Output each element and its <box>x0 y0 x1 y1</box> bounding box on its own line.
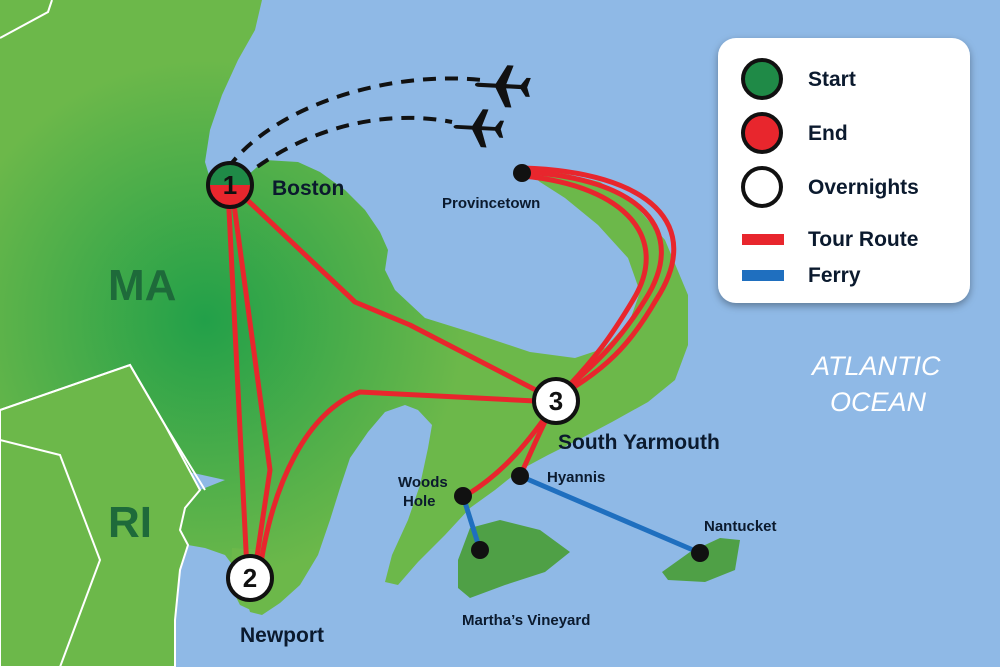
legend-tour-route-swatch <box>742 234 784 245</box>
legend-ferry-swatch <box>742 270 784 281</box>
legend-overnights-icon <box>741 166 783 208</box>
state-label-ri: RI <box>108 498 152 547</box>
stop-number-boston: 1 <box>223 170 237 200</box>
ferry-route <box>460 473 703 556</box>
legend-overnights-label: Overnights <box>808 176 919 199</box>
nantucket-dot <box>691 544 709 562</box>
ct-land <box>0 438 102 667</box>
place-label-hyannis: Hyannis <box>547 469 605 486</box>
legend-start-icon <box>741 58 783 100</box>
legend: Start End Overnights Tour Route Ferry <box>718 38 970 303</box>
marthas-vineyard-island <box>458 520 570 598</box>
airplane-icon <box>453 109 505 148</box>
place-label-woods-hole-line2: Hole <box>403 493 436 510</box>
city-label-south-yarmouth: South Yarmouth <box>558 431 720 454</box>
legend-start-label: Start <box>808 68 856 91</box>
marthas-vineyard-dot <box>471 541 489 559</box>
state-border-north <box>0 0 53 39</box>
woods-hole-dot <box>454 487 472 505</box>
city-label-newport: Newport <box>240 624 324 647</box>
stop-marker-newport: 2 <box>226 554 274 602</box>
state-label-ma: MA <box>108 261 176 310</box>
stop-number-south-yarmouth: 3 <box>549 386 563 416</box>
ocean-label-line1: ATLANTIC <box>810 351 941 381</box>
place-label-provincetown: Provincetown <box>442 195 540 212</box>
stop-marker-boston: 1 <box>206 161 254 209</box>
flight-path <box>226 76 483 170</box>
airplane-icon <box>474 65 531 108</box>
stop-marker-south-yarmouth: 3 <box>532 377 580 425</box>
legend-end-label: End <box>808 122 848 145</box>
place-label-woods-hole-line1: Woods <box>398 474 448 491</box>
place-label-marthas-vineyard: Martha’s Vineyard <box>462 612 590 629</box>
legend-ferry-label: Ferry <box>808 264 861 287</box>
flight-path <box>238 115 453 182</box>
state-border <box>0 363 206 491</box>
legend-tour-route-label: Tour Route <box>808 228 918 251</box>
provincetown-dot <box>513 164 531 182</box>
ocean-label-line2: OCEAN <box>830 387 927 417</box>
stop-number-newport: 2 <box>243 563 257 593</box>
legend-end-icon <box>741 112 783 154</box>
hyannis-dot <box>511 467 529 485</box>
city-label-boston: Boston <box>272 177 344 200</box>
place-label-nantucket: Nantucket <box>704 518 777 535</box>
